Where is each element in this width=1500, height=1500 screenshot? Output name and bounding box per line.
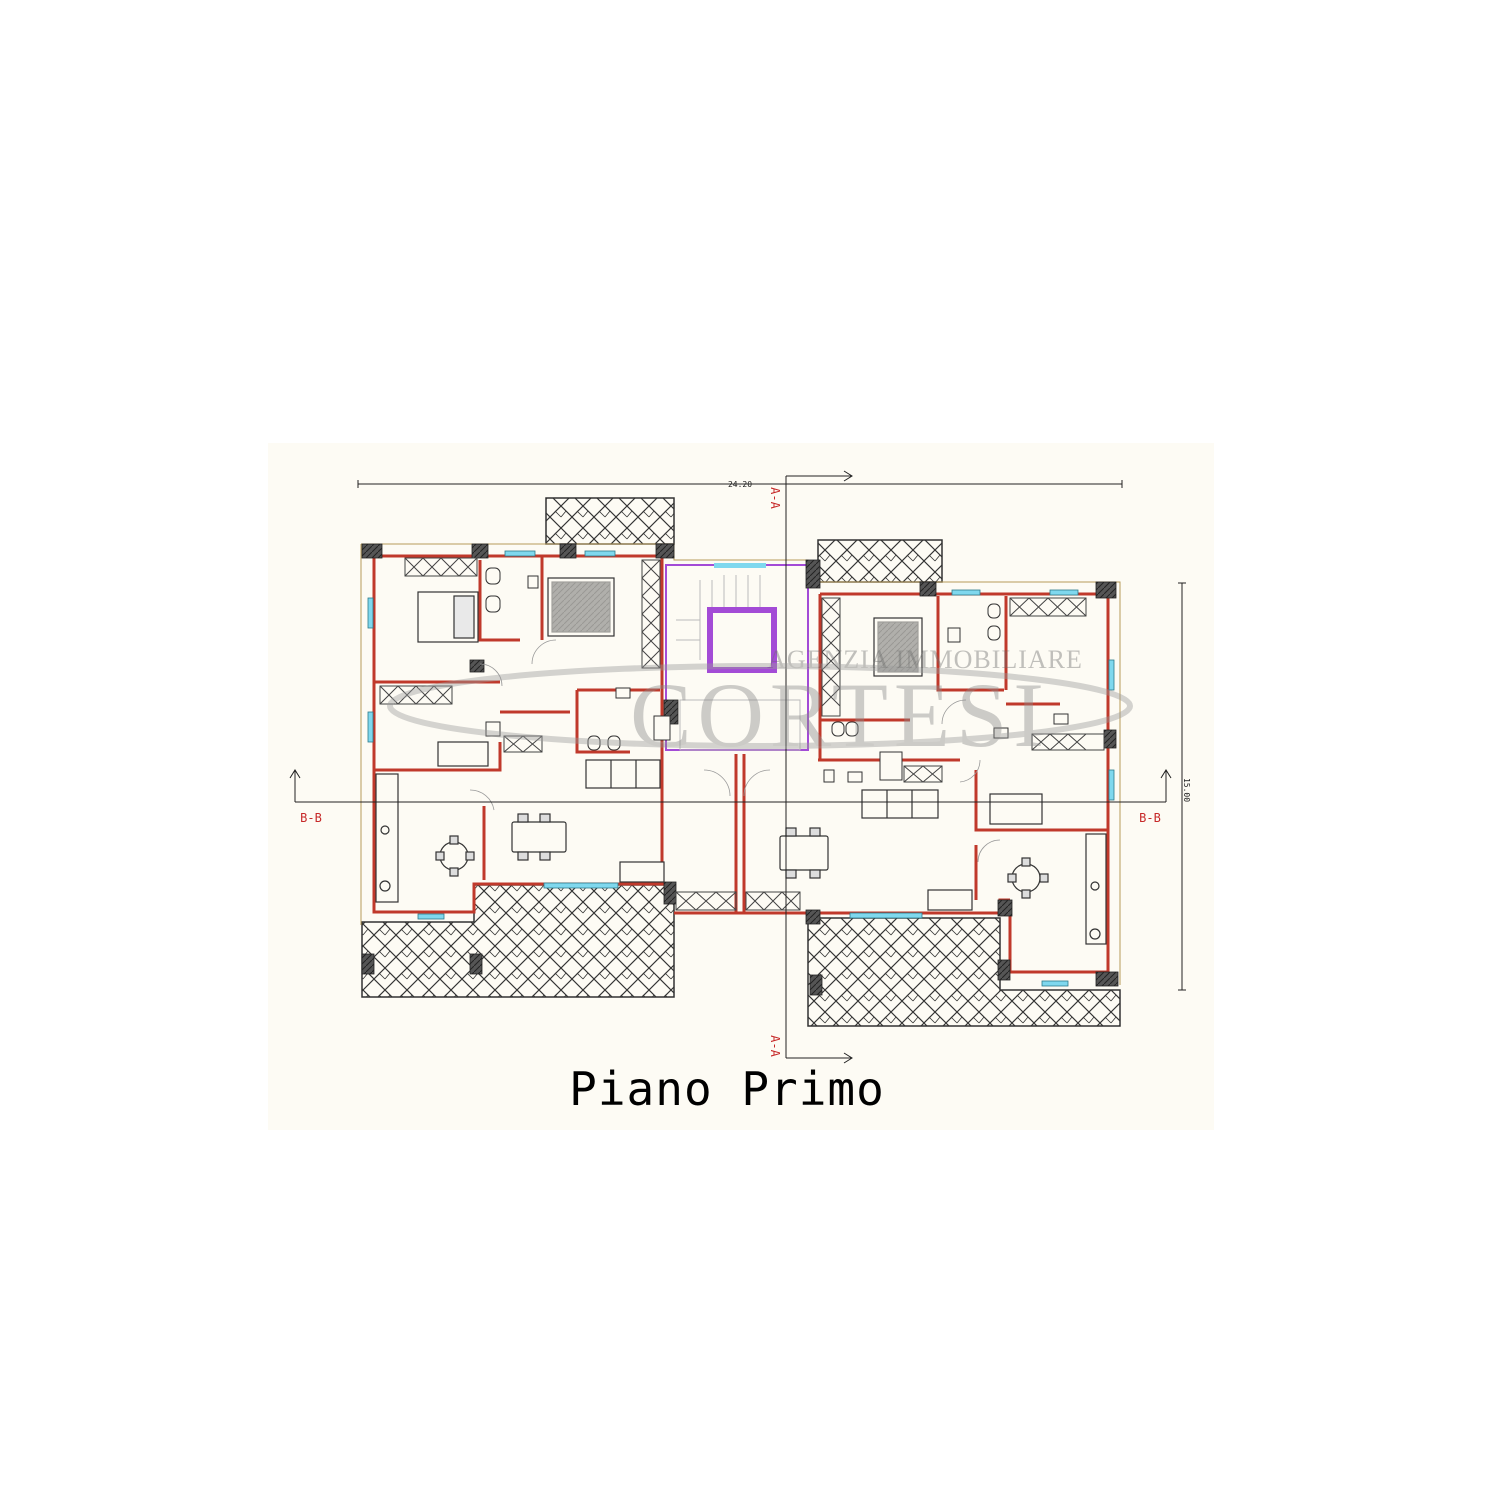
section-b-left-label: B-B	[300, 811, 322, 825]
door-swings	[469, 639, 1001, 863]
dimension-width-label: 24.20	[728, 480, 752, 489]
sofas	[585, 759, 939, 819]
plan-title: Piano Primo	[569, 1062, 885, 1116]
watermark-line2: CORTESI	[630, 664, 1050, 766]
beds	[417, 577, 1043, 825]
terrace-bottom-right	[807, 917, 1121, 1027]
terrace-bottom-left	[361, 884, 675, 998]
windows	[367, 550, 1115, 987]
dining-tables	[435, 813, 1049, 899]
dimension-depth-label: 15.00	[1182, 778, 1191, 802]
section-a-bottom-label: A-A	[768, 1035, 782, 1057]
section-lines	[289, 470, 1172, 1064]
section-b-right-label: B-B	[1139, 811, 1161, 825]
section-a-top-label: A-A	[768, 487, 782, 509]
pillars	[361, 543, 1119, 996]
watermark-line1: AGENZIA IMMOBILIARE	[767, 645, 1083, 674]
kitchen-counters	[375, 773, 1107, 945]
balcony-top-right	[817, 539, 943, 583]
wardrobes	[379, 557, 1105, 911]
balcony-top-left	[545, 497, 675, 545]
watermark-logo: AGENZIA IMMOBILIARE CORTESI	[387, 645, 1133, 766]
stair-core	[665, 563, 809, 751]
bathroom-fixtures	[485, 567, 1069, 783]
dimension-lines	[357, 480, 1186, 991]
